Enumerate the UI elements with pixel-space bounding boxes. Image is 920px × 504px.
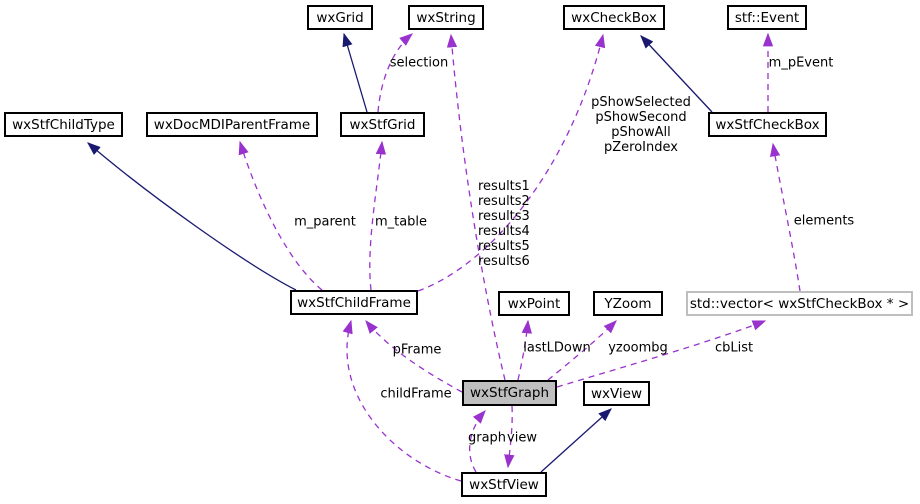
edge-elements: [769, 142, 801, 292]
edge-graph: [469, 410, 486, 473]
class-node-wxstfchildtype[interactable]: wxStfChildType: [4, 112, 123, 137]
edge-label-elements: elements: [793, 213, 855, 229]
edge-label-graph: graph: [467, 430, 507, 446]
edge-label-view: view: [507, 430, 537, 446]
edge-inheritance-wxstfview-to-wxview: [540, 408, 612, 473]
class-node-wxdocmdiparentframe[interactable]: wxDocMDIParentFrame: [146, 112, 318, 137]
class-node-wxstring[interactable]: wxString: [408, 5, 484, 30]
class-node-wxstfgrid[interactable]: wxStfGrid: [340, 112, 425, 137]
edge-label-results-members: results1 results2 results3 results4 resu…: [478, 179, 530, 269]
edge-cblist: [556, 320, 767, 388]
class-node-wxstfcheckbox[interactable]: wxStfCheckBox: [708, 112, 827, 137]
edge-childframe: [342, 319, 462, 482]
edge-label-selection: selection: [389, 55, 449, 71]
class-node-yzoom[interactable]: YZoom: [593, 291, 663, 316]
class-node-wxview[interactable]: wxView: [583, 381, 650, 406]
edge-label-lastldown: lastLDown: [523, 340, 591, 356]
edge-inheritance-wxstfchildframe-to-wxstfchildtype: [87, 142, 297, 291]
class-node-wxstfgraph-current: wxStfGraph: [462, 380, 557, 406]
edge-inheritance-wxstfgrid-to-wxgrid: [342, 32, 368, 113]
class-node-stf-event[interactable]: stf::Event: [727, 5, 807, 30]
edge-label-pframe: pFrame: [392, 342, 442, 358]
class-node-wxpoint[interactable]: wxPoint: [498, 291, 570, 316]
class-node-wxstfview[interactable]: wxStfView: [461, 472, 547, 497]
edge-label-m-table: m_table: [374, 214, 428, 230]
edge-pframe: [365, 319, 463, 393]
edge-view: [504, 405, 515, 469]
edge-label-pshow-members: pShowSelected pShowSecond pShowAll pZero…: [591, 95, 691, 155]
class-node-wxgrid[interactable]: wxGrid: [307, 5, 373, 30]
edge-label-m-pevent: m_pEvent: [768, 55, 834, 71]
edge-selection: [377, 33, 413, 113]
edge-label-m-parent: m_parent: [294, 214, 356, 230]
edge-m-table: [369, 140, 387, 291]
class-node-wxstfchildframe[interactable]: wxStfChildFrame: [290, 290, 418, 315]
class-node-std-vector-wxstfcheckbox: std::vector< wxStfCheckBox * >: [686, 291, 913, 316]
edge-inheritance-wxstfcheckbox-to-wxcheckbox: [640, 35, 713, 113]
edge-results: [446, 33, 506, 381]
edge-label-cblist: cbList: [714, 340, 754, 356]
class-node-wxcheckbox[interactable]: wxCheckBox: [563, 5, 665, 30]
edge-yzoombg: [547, 320, 617, 381]
edge-label-childframe: childFrame: [380, 386, 452, 402]
edge-lastldown: [517, 319, 533, 381]
edge-m-parent: [238, 140, 323, 291]
edge-label-yzoombg: yzoombg: [608, 340, 668, 356]
